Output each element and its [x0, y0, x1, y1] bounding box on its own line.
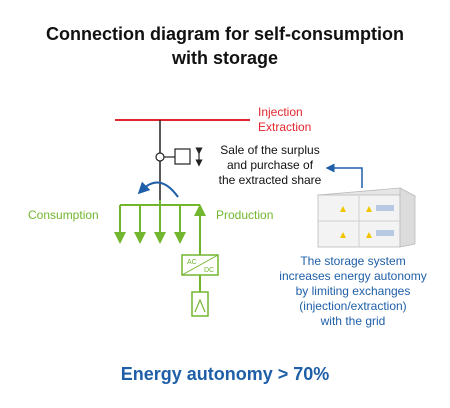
- storage-note-line-2: increases energy autonomy: [279, 269, 427, 283]
- inverter-ac-label: AC: [187, 259, 197, 266]
- title-line-1: Connection diagram for self-consumption: [45, 24, 404, 44]
- injection-label: Injection: [258, 105, 303, 119]
- self-consumption-curve-arrow: [137, 181, 179, 198]
- meter-note-line-1: Sale of the surplus: [220, 143, 320, 157]
- production-label: Production: [216, 208, 274, 222]
- meter-node: [155, 152, 165, 162]
- storage-note-line-4: (injection/extraction): [299, 299, 407, 313]
- energy-autonomy-footer: Energy autonomy > 70%: [120, 364, 330, 384]
- storage-note-line-5: with the grid: [320, 314, 386, 328]
- extraction-label: Extraction: [258, 120, 312, 134]
- title-line-2: with storage: [171, 48, 278, 68]
- meter-box: [174, 148, 191, 165]
- storage-link-arrow: [325, 163, 363, 188]
- storage-note: The storage system increases energy auto…: [258, 254, 448, 329]
- diagram-title: Connection diagram for self-consumption …: [0, 22, 450, 70]
- storage-note-line-1: The storage system: [300, 254, 406, 268]
- meter-note-line-2: and purchase of: [226, 158, 314, 172]
- consumption-label: Consumption: [28, 208, 99, 222]
- inverter-diagonal: [181, 254, 219, 276]
- inverter-dc-label: DC: [204, 267, 214, 274]
- solar-panel-icon: [194, 298, 206, 313]
- solar-panel-box: [191, 291, 209, 317]
- meter-note-line-3: the extracted share: [218, 173, 322, 187]
- meter-note: Sale of the surplus and purchase of the …: [205, 143, 335, 188]
- storage-note-line-3: by limiting exchanges: [295, 284, 411, 298]
- storage-cabinet: [316, 187, 417, 248]
